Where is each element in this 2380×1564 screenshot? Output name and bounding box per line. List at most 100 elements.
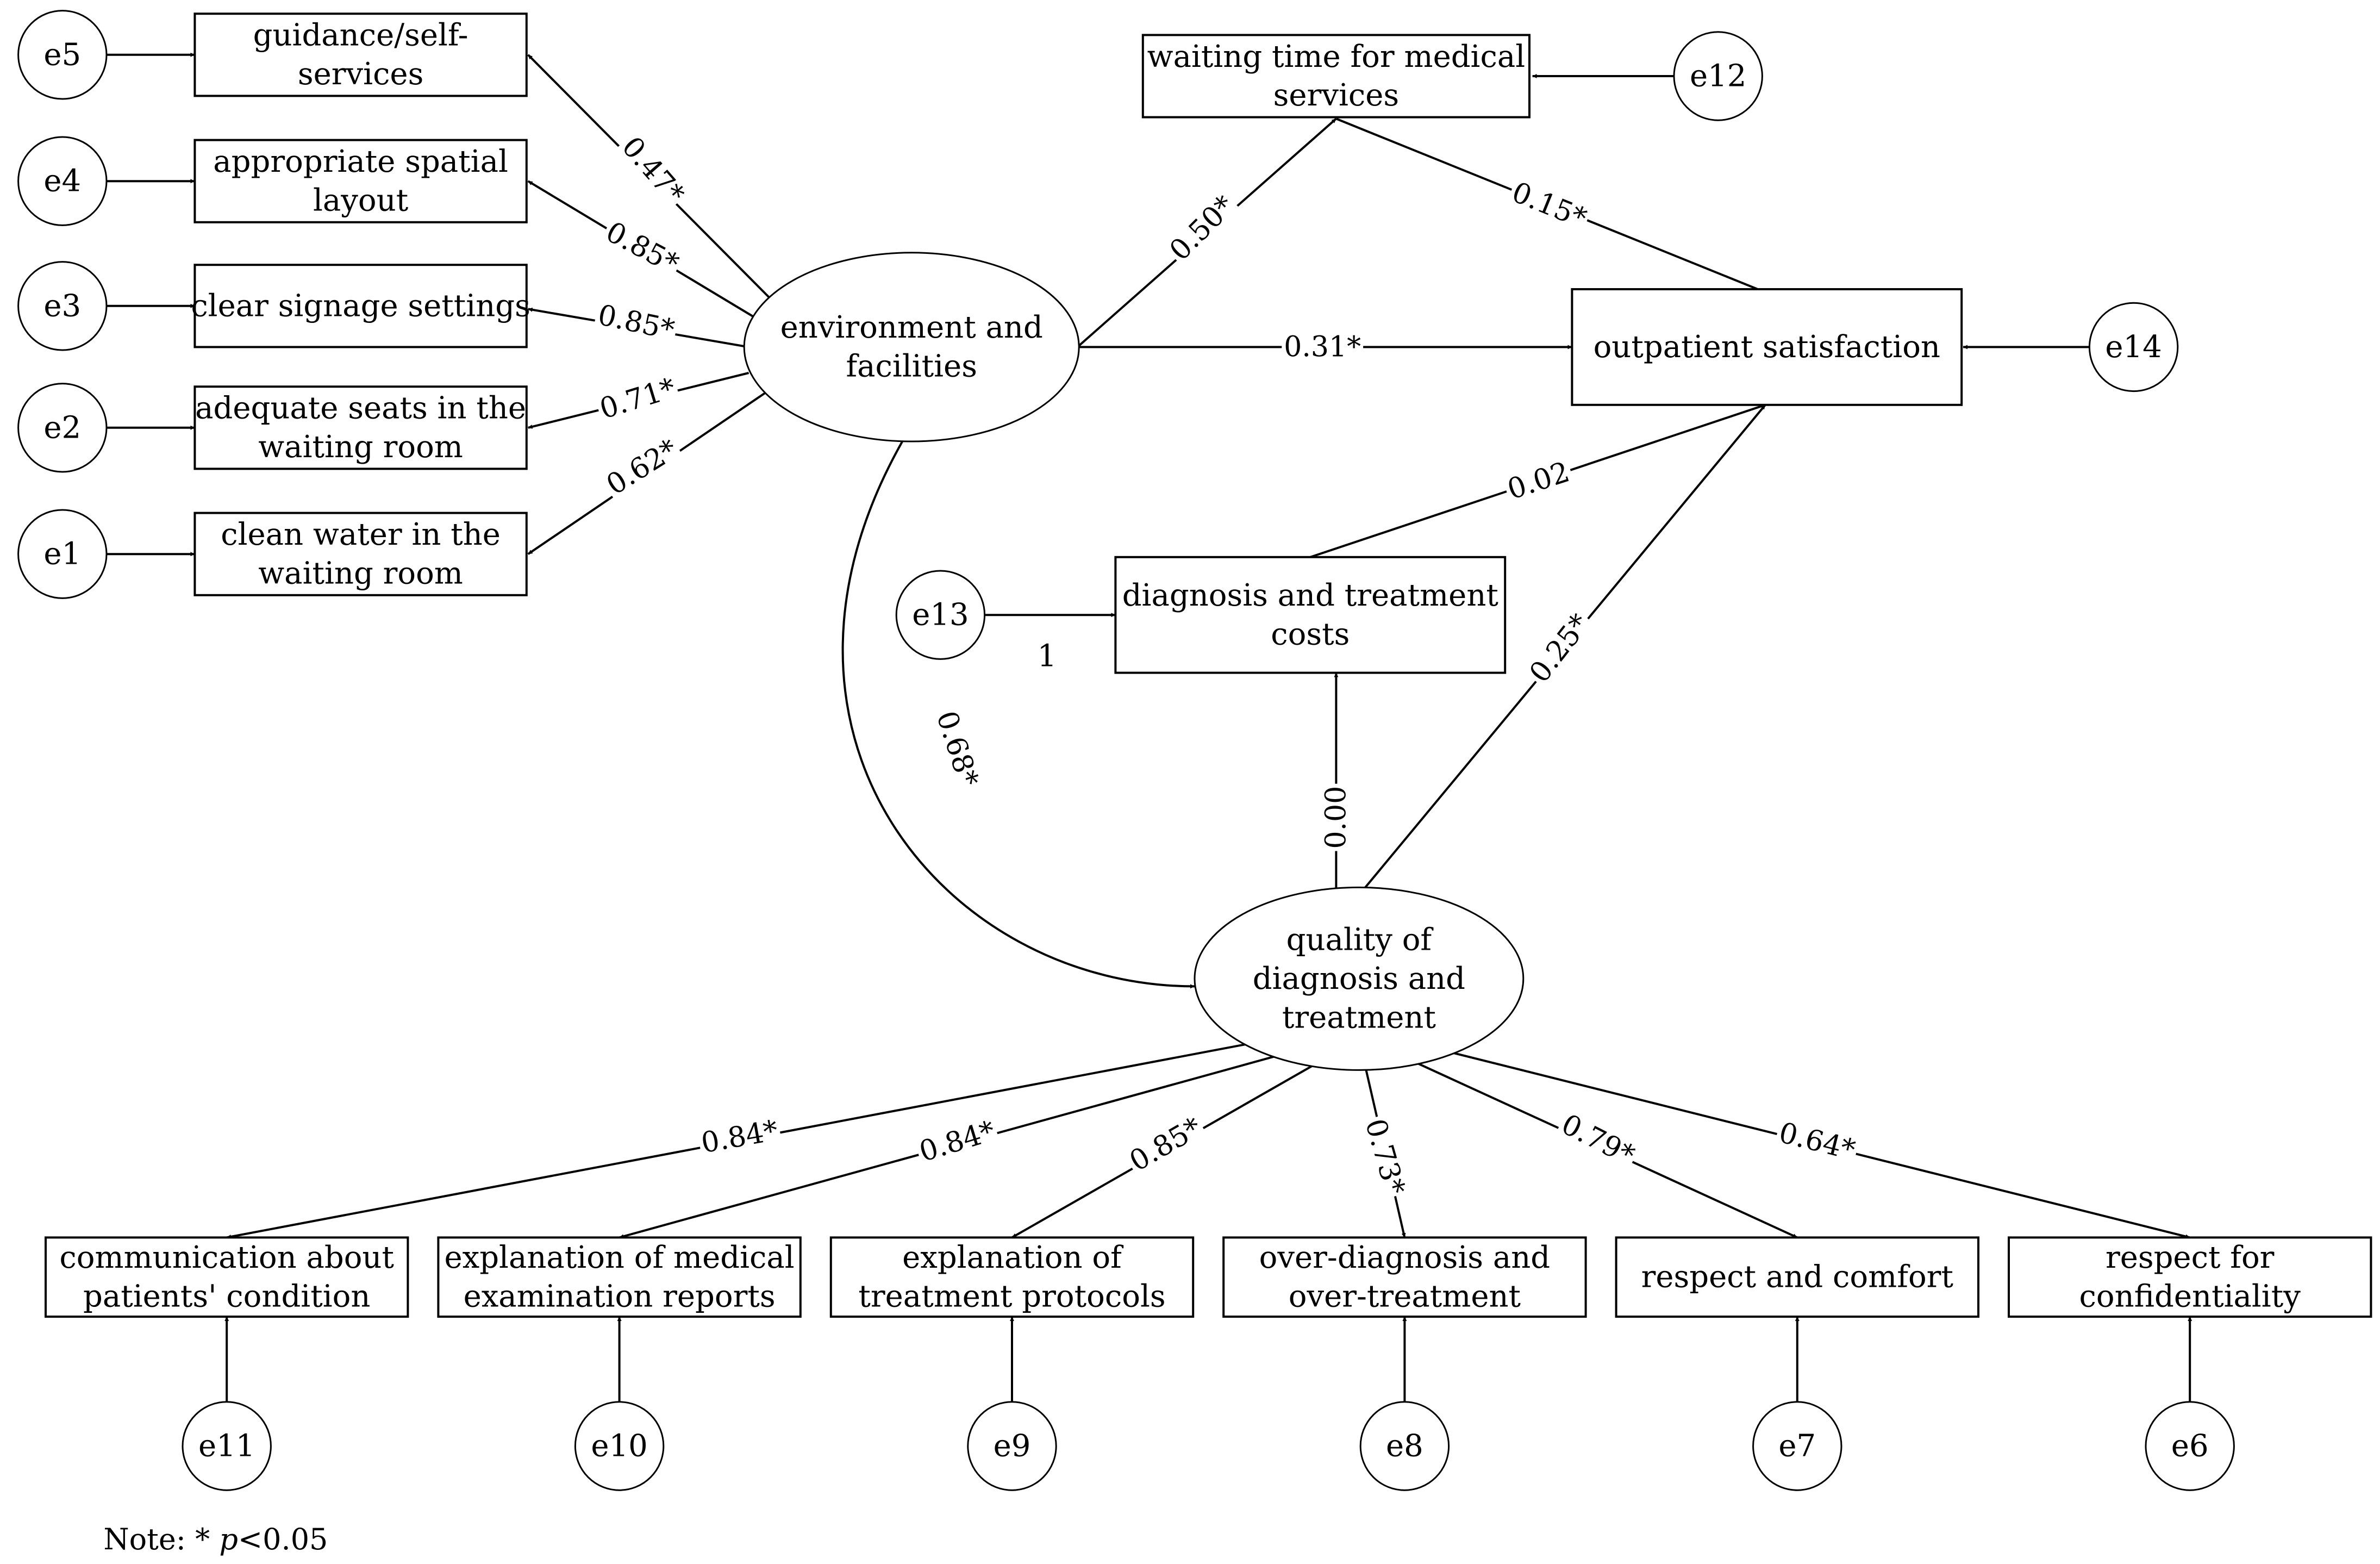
loading-label-spatial: 0.85* [601, 216, 684, 281]
indicator-seats-label: waiting room [258, 429, 463, 465]
error-e2-label: e2 [43, 410, 81, 445]
indicator-signage [193, 264, 528, 348]
latent-env-label: environment and [780, 310, 1043, 345]
error-e1 [17, 509, 108, 599]
indicator-overdiagnosis-label: over-diagnosis and [1259, 1240, 1550, 1275]
loading-label-communication-halo [696, 1114, 783, 1161]
waiting-time-label: waiting time for medical [1147, 39, 1526, 74]
path-label-costs-to-outcome: 0.02 [1503, 456, 1573, 506]
indicator-reports-label: examination reports [464, 1279, 776, 1314]
loading-label-confidentiality-halo [1773, 1116, 1861, 1168]
error-e4 [17, 136, 108, 226]
loading-label-respect-halo [1554, 1107, 1642, 1173]
indicator-protocols [829, 1236, 1195, 1318]
loading-label-protocols-halo [1122, 1110, 1209, 1180]
note-p: p [219, 1522, 238, 1556]
correlation-env-quality [841, 426, 1195, 989]
latent-quality-label: diagnosis and [1253, 961, 1465, 996]
loading-label-signage: 0.85* [595, 299, 677, 347]
loading-label-reports: 0.84* [916, 1115, 999, 1169]
latent-env-label: facilities [846, 349, 977, 384]
error-e3 [17, 261, 108, 351]
error-e11 [182, 1401, 272, 1491]
error-e10-label: e10 [591, 1429, 647, 1464]
error-e9-label: e9 [994, 1429, 1031, 1464]
costs-label: costs [1271, 616, 1350, 652]
indicator-spatial-label: layout [313, 183, 409, 218]
error-e3-label: e3 [43, 288, 81, 323]
loading-label-seats: 0.71* [596, 372, 679, 426]
indicator-reports-label: explanation of medical [444, 1240, 794, 1275]
loading-label-water: 0.62* [601, 433, 684, 502]
indicator-guidance-label: guidance/self- [253, 18, 468, 53]
loading-label-guidance: 0.47* [615, 130, 690, 210]
indicator-overdiagnosis-label: over-treatment [1289, 1279, 1521, 1314]
error-e11-label: e11 [198, 1429, 255, 1464]
error-e14 [2088, 302, 2179, 392]
path-label-quality-to-outcome-halo [1522, 606, 1598, 691]
note-suffix: <0.05 [238, 1522, 328, 1556]
error-e12 [1673, 31, 1763, 121]
significance-note: Note: * p<0.05 [103, 1522, 328, 1556]
path-label-waiting-to-outcome-halo [1505, 175, 1594, 236]
indicator-seats [193, 385, 528, 470]
latent-environment-facilities [743, 252, 1080, 443]
error-e7-label: e7 [1778, 1429, 1816, 1464]
loading-label-overdiagnosis-halo [1358, 1113, 1412, 1201]
node-diagnosis-treatment-costs [1114, 556, 1507, 674]
path-label-env-to-outcome: 0.31* [1284, 331, 1361, 363]
indicator-communication-label: communication about [59, 1240, 394, 1275]
error-e8 [1359, 1401, 1450, 1491]
error-weight-e13: 1 [1038, 638, 1057, 674]
indicator-protocols-label: treatment protocols [858, 1279, 1165, 1314]
indicator-spatial [193, 139, 528, 223]
waiting-time-label: services [1273, 78, 1399, 113]
error-e8-label: e8 [1386, 1429, 1423, 1464]
path-label-quality-to-outcome: 0.25* [1523, 608, 1597, 689]
indicator-respect [1615, 1236, 1980, 1318]
path-label-waiting-to-outcome: 0.15* [1507, 176, 1591, 235]
loading-label-reports-halo [913, 1114, 1001, 1169]
loading-label-signage-halo [592, 298, 679, 347]
loading-label-overdiagnosis: 0.73* [1359, 1116, 1411, 1199]
node-waiting-time [1141, 34, 1531, 119]
indicator-reports [437, 1236, 802, 1318]
error-e1-label: e1 [43, 537, 81, 572]
path-label-env-to-outcome-halo [1282, 331, 1364, 364]
indicator-communication [45, 1236, 409, 1318]
error-e2 [17, 383, 108, 473]
loading-label-water-halo [599, 432, 686, 503]
outpatient-satisfaction-label: outpatient satisfaction [1594, 329, 1940, 365]
loading-label-seats-halo [594, 371, 682, 427]
indicator-communication-label: patients' condition [83, 1279, 370, 1314]
indicator-water-label: waiting room [258, 556, 463, 591]
latent-quality-label: quality of [1286, 923, 1434, 958]
error-e13-label: e13 [912, 597, 969, 633]
path-label-costs-to-outcome-halo [1501, 455, 1576, 507]
latent-quality-diagnosis-treatment [1194, 886, 1525, 1071]
node-outpatient-satisfaction [1571, 288, 1963, 406]
indicator-guidance-label: services [298, 57, 423, 92]
indicator-confidentiality-label: respect for [2106, 1240, 2275, 1275]
loading-label-spatial-halo [598, 214, 686, 282]
loading-label-confidentiality: 0.64* [1776, 1117, 1858, 1167]
error-e6-label: e6 [2171, 1429, 2209, 1464]
error-e5-label: e5 [43, 37, 81, 72]
indicator-water-label: clean water in the [221, 517, 501, 552]
error-e9 [967, 1401, 1057, 1491]
loading-label-respect: 0.79* [1556, 1108, 1640, 1172]
indicator-guidance [193, 13, 528, 97]
indicator-protocols-label: explanation of [902, 1240, 1124, 1275]
indicator-spatial-label: appropriate spatial [213, 144, 508, 179]
note-prefix: Note: * [103, 1522, 219, 1556]
error-e4-label: e4 [43, 164, 81, 199]
indicator-water [193, 512, 528, 596]
costs-label: diagnosis and treatment [1122, 578, 1499, 613]
error-e5 [17, 10, 108, 100]
correlation-label: 0.68* [930, 707, 985, 790]
indicator-overdiagnosis [1222, 1236, 1587, 1318]
loading-label-communication: 0.84* [699, 1114, 780, 1160]
indicator-confidentiality [2008, 1236, 2372, 1318]
error-e7 [1752, 1401, 1842, 1491]
